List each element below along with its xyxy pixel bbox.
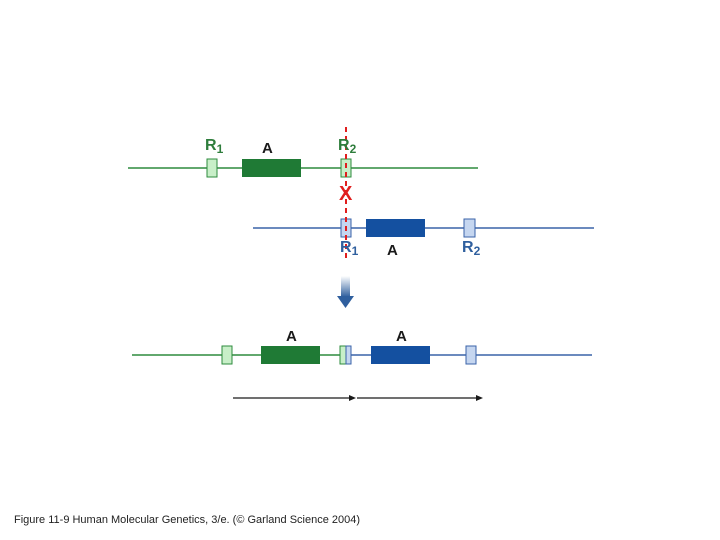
top-gene-a <box>242 159 301 177</box>
bottom-repeat-r2 <box>463 218 476 238</box>
product-gene-right-label: A <box>396 328 407 345</box>
duplication-arrows <box>233 395 483 401</box>
product-gene-a-green <box>261 346 320 364</box>
top-r2-label: R2 <box>338 137 357 156</box>
down-arrow <box>337 276 354 308</box>
crossover-x: X <box>339 183 353 205</box>
bottom-gene-label: A <box>387 242 398 259</box>
top-gene-label: A <box>262 140 273 157</box>
product-gene-a-blue <box>371 346 430 364</box>
product-gene-left-label: A <box>286 328 297 345</box>
top-repeat-r1 <box>206 158 218 178</box>
figure-caption: Figure 11-9 Human Molecular Genetics, 3/… <box>14 514 361 526</box>
product-repeat-hybrid-green <box>339 345 347 365</box>
product-repeat-hybrid-blue <box>345 345 352 365</box>
product-repeat-right <box>465 345 477 365</box>
top-r1-label: R1 <box>205 137 224 156</box>
top-chromosome <box>128 158 478 178</box>
product-repeat-left <box>221 345 233 365</box>
bottom-r2-label: R2 <box>462 239 481 258</box>
product-chromosome <box>132 345 592 365</box>
bottom-chromosome <box>253 218 594 238</box>
bottom-r1-label: R1 <box>340 239 359 258</box>
bottom-gene-a <box>366 219 425 237</box>
